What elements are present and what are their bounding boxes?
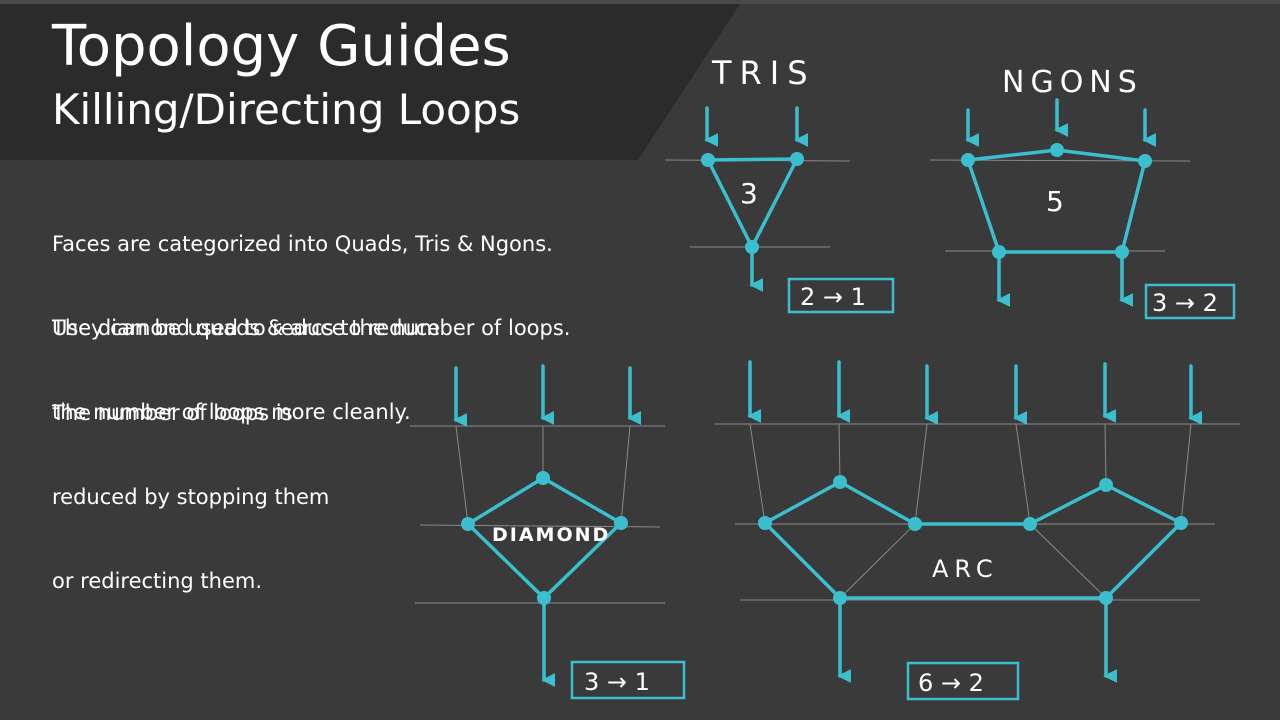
description-line: Use diamond quads & arcs to reduce: [52, 316, 441, 340]
edge-line: [838, 423, 841, 483]
ngons-label: NGONS: [1002, 65, 1143, 100]
description-line: They can be used to reduce the number of…: [52, 316, 571, 340]
vertex: [758, 516, 772, 530]
tris-ratio: 2 → 1: [800, 283, 866, 311]
vertex: [908, 517, 922, 531]
edge-line: [1104, 423, 1107, 486]
ngons-face-count: 5: [1046, 185, 1064, 218]
description-line: The number of loops is: [52, 401, 293, 425]
tris-diagram: TRIS 3 2 → 1: [664, 54, 895, 314]
arc-label: ARC: [932, 555, 999, 583]
vertex: [833, 475, 847, 489]
description-line: Faces are categorized into Quads, Tris &…: [52, 232, 553, 256]
arc-upper-edge: [763, 480, 1183, 526]
edge-line: [914, 423, 928, 525]
description-paragraph-1: Faces are categorized into Quads, Tris &…: [52, 174, 570, 370]
page-subtitle: Killing/Directing Loops: [52, 85, 521, 134]
pentagon-face: [965, 148, 1148, 254]
diamond-diagram: DIAMOND 3 → 1: [410, 364, 686, 700]
edge-line: [1015, 423, 1031, 525]
vertex: [461, 517, 475, 531]
description-paragraph-3: The number of loops is reduced by stoppi…: [52, 343, 329, 623]
title-band: Topology Guides Killing/Directing Loops: [0, 0, 1280, 160]
triangle-face: [705, 157, 800, 251]
tris-face-count: 3: [740, 177, 758, 210]
tris-ratio-box: [787, 277, 895, 314]
title-band-shape: [0, 0, 1280, 160]
tris-label: TRIS: [711, 54, 816, 92]
vertex: [992, 245, 1006, 259]
arc-ratio-box: [906, 661, 1020, 701]
vertex: [961, 153, 975, 167]
ngons-ratio: 3 → 2: [1152, 289, 1218, 317]
vertex: [1138, 154, 1152, 168]
page-title: Topology Guides: [52, 14, 511, 79]
edge-line: [1180, 423, 1192, 524]
vertex: [833, 591, 847, 605]
description-line: reduced by stopping them: [52, 485, 330, 509]
edge-line: [839, 523, 916, 599]
vertex: [614, 516, 628, 530]
vertex: [1023, 517, 1037, 531]
arc-ratio: 6 → 2: [918, 669, 984, 697]
arc-diagram: ARC 6 → 2: [715, 360, 1240, 701]
vertex: [1115, 245, 1129, 259]
ngons-ratio-box: [1144, 283, 1236, 320]
edge-line: [1029, 523, 1107, 599]
edge-line: [749, 423, 766, 524]
diamond-ratio-box: [570, 660, 686, 700]
vertex: [537, 591, 551, 605]
arc-lower-edge: [763, 521, 1183, 600]
vertex: [1050, 143, 1064, 157]
diamond-label: DIAMOND: [492, 524, 610, 546]
description-line: the number of loops more cleanly.: [52, 400, 411, 424]
vertex: [536, 471, 550, 485]
description-paragraph-2: Use diamond quads & arcs to reduce the n…: [52, 258, 440, 454]
diamond-ratio: 3 → 1: [584, 668, 650, 696]
vertex: [701, 153, 715, 167]
ngons-diagram: NGONS 5 3 → 2: [929, 65, 1236, 320]
vertex: [1099, 478, 1113, 492]
description-line: or redirecting them.: [52, 569, 263, 593]
vertex: [790, 152, 804, 166]
vertex: [1099, 591, 1113, 605]
vertex: [745, 240, 759, 254]
edge-line: [620, 425, 631, 524]
edge-line: [455, 425, 469, 525]
vertex: [1174, 516, 1188, 530]
